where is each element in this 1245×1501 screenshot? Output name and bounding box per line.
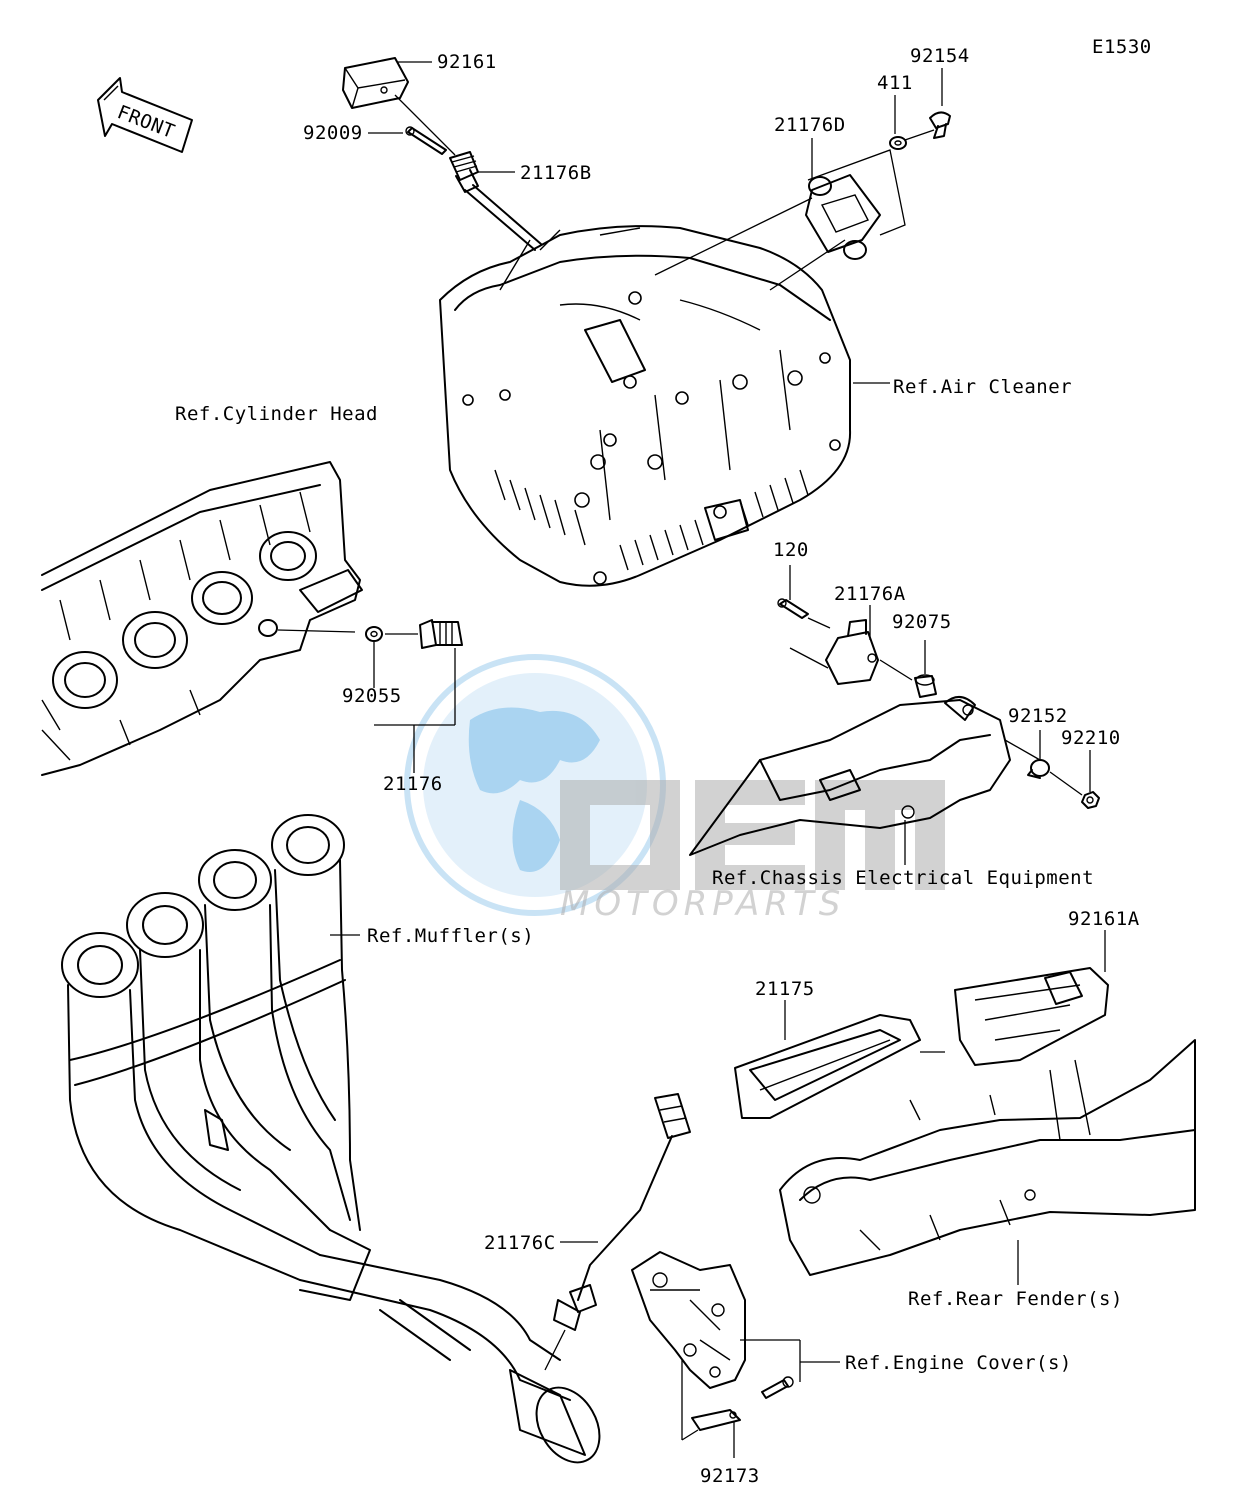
part-21176D-sensor-icon	[805, 174, 881, 260]
label-21176C[interactable]: 21176C	[484, 1232, 556, 1254]
part-92009-screw-icon	[405, 126, 447, 155]
air-cleaner-housing	[439, 225, 852, 587]
front-arrow-icon: FRONT	[97, 77, 193, 153]
part-411-washer-icon	[889, 136, 907, 150]
part-21176C-sensor-icon	[553, 1093, 691, 1331]
rear-fender	[779, 1039, 1196, 1276]
ref-rear-fender[interactable]: Ref.Rear Fender(s)	[908, 1288, 1123, 1310]
label-92173[interactable]: 92173	[700, 1465, 760, 1487]
watermark-subtext: MOTORPARTS	[560, 884, 845, 924]
label-411[interactable]: 411	[877, 72, 913, 94]
label-92075[interactable]: 92075	[892, 611, 952, 633]
chassis-electrical-bracket	[689, 696, 1011, 856]
label-92210[interactable]: 92210	[1061, 727, 1121, 749]
label-92152[interactable]: 92152	[1008, 705, 1068, 727]
label-92161A[interactable]: 92161A	[1068, 908, 1140, 930]
cylinder-head	[41, 461, 363, 776]
part-92075-grommet-icon	[914, 674, 937, 698]
ref-mufflers[interactable]: Ref.Muffler(s)	[367, 925, 534, 947]
part-92161A-holder-icon	[954, 967, 1109, 1066]
part-92055-washer-icon	[365, 626, 383, 642]
diagram-code: E1530	[1092, 36, 1152, 58]
ref-cylinder-head[interactable]: Ref.Cylinder Head	[175, 403, 378, 425]
part-labels: 92161 92009 21176B 92154 411 21176D 120 …	[303, 45, 1140, 1487]
label-21175[interactable]: 21175	[755, 978, 815, 1000]
part-21176-sensor-icon	[419, 619, 463, 649]
label-21176D[interactable]: 21176D	[774, 114, 846, 136]
label-21176B[interactable]: 21176B	[520, 162, 592, 184]
part-21175-ecu-icon	[734, 1014, 921, 1119]
engine-cover-bolt-icon	[761, 1376, 794, 1399]
label-21176A[interactable]: 21176A	[834, 583, 906, 605]
ref-labels: Ref.Air Cleaner Ref.Cylinder Head Ref.Ch…	[175, 376, 1123, 1374]
engine-cover-bracket	[631, 1251, 746, 1389]
ref-chassis-electrical[interactable]: Ref.Chassis Electrical Equipment	[712, 867, 1094, 889]
globe-logo-icon	[404, 654, 666, 916]
exhaust-headers	[61, 814, 601, 1464]
label-21176[interactable]: 21176	[383, 773, 443, 795]
label-92161[interactable]: 92161	[437, 51, 497, 73]
part-92161-icon	[342, 57, 409, 109]
label-92009[interactable]: 92009	[303, 122, 363, 144]
label-92055[interactable]: 92055	[342, 685, 402, 707]
part-92154-bolt-icon	[929, 111, 951, 139]
ref-air-cleaner[interactable]: Ref.Air Cleaner	[893, 376, 1072, 398]
part-92152-bolt-icon	[1027, 759, 1050, 779]
label-92154[interactable]: 92154	[910, 45, 970, 67]
ref-engine-cover[interactable]: Ref.Engine Cover(s)	[845, 1352, 1072, 1374]
label-120[interactable]: 120	[773, 539, 809, 561]
part-92210-nut-icon	[1081, 791, 1100, 809]
part-21176A-sensor-icon	[825, 619, 879, 685]
part-92173-clamp-icon	[691, 1409, 741, 1431]
part-120-bolt-icon	[777, 598, 809, 619]
